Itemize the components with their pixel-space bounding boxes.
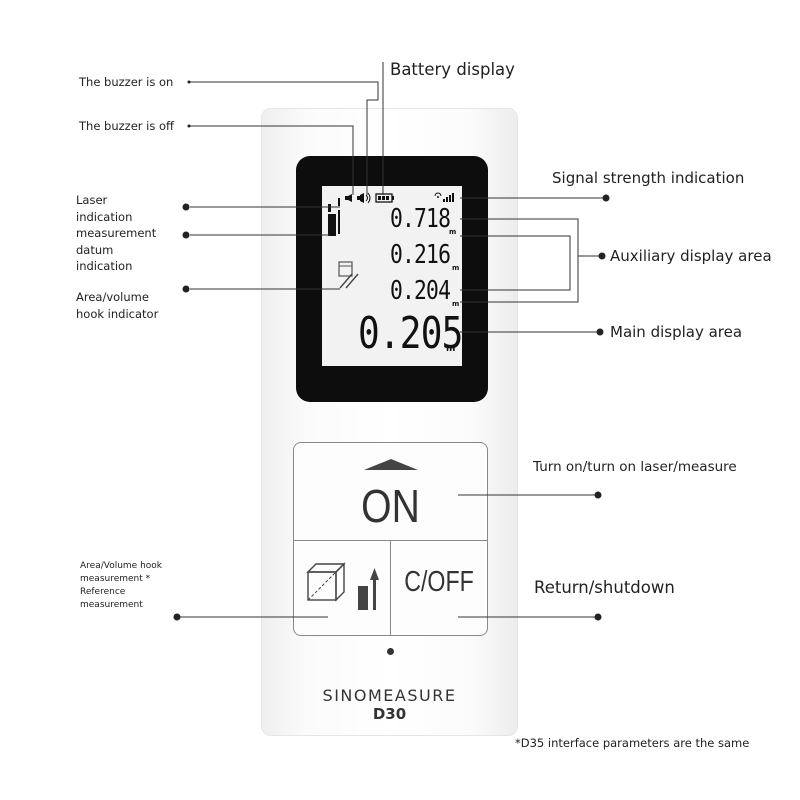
lcd-screen: 0.718 m 0.216 m 0.204 m 0.205 m [322,186,463,366]
label-buzzer-off: The buzzer is off [79,119,174,133]
leader-aux-bracket-inner [460,235,571,291]
arrow-up-icon [364,459,418,470]
keypad: ON C/OFF [293,442,488,636]
footnote: *D35 interface parameters are the same [515,736,750,750]
signal-strength-icon [434,192,454,202]
aux-reading-3: 0.204 [390,276,451,306]
buzzer-off-icon [345,194,352,202]
brand-name: SINOMEASURE [322,686,457,705]
indicator-led [387,648,394,655]
model-name: D30 [372,705,407,723]
label-signal: Signal strength indication [552,169,745,187]
battery-icon [375,193,394,203]
cube-icon [306,562,346,602]
label-area-key: Area/Volume hook measurement * Reference… [80,561,163,610]
status-icons [345,192,454,204]
unit-label: m [452,264,460,272]
label-turn-on: Turn on/turn on laser/measure [533,459,737,475]
aux-reading-2: 0.216 [390,240,451,270]
aux-reading-1: 0.718 [390,204,451,234]
label-buzzer-on: The buzzer is on [79,75,174,89]
buzzer-on-icon [357,192,371,204]
label-battery: Battery display [390,60,515,79]
label-main: Main display area [610,323,743,341]
main-reading: 0.205 [358,308,463,359]
unit-label: m [446,344,456,354]
label-auxiliary: Auxiliary display area [610,247,772,265]
c-off-button-label: C/OFF [404,566,474,598]
label-laser: Laser indication measurement datum indic… [76,193,157,273]
leader-aux-bracket [460,218,579,303]
unit-label: m [452,300,460,308]
label-hook: Area/volume hook indicator [76,290,159,321]
unit-label: m [449,228,457,236]
label-return: Return/shutdown [534,578,675,597]
area-volume-button[interactable] [294,540,391,635]
laser-datum-icon [328,198,340,236]
hook-indicator-icon [338,261,359,289]
datum-icon [358,568,379,610]
c-off-button[interactable]: C/OFF [391,540,487,635]
leader-buzzer-on [189,81,379,195]
on-button-label: ON [361,480,420,532]
leader-buzzer-off [189,125,354,195]
